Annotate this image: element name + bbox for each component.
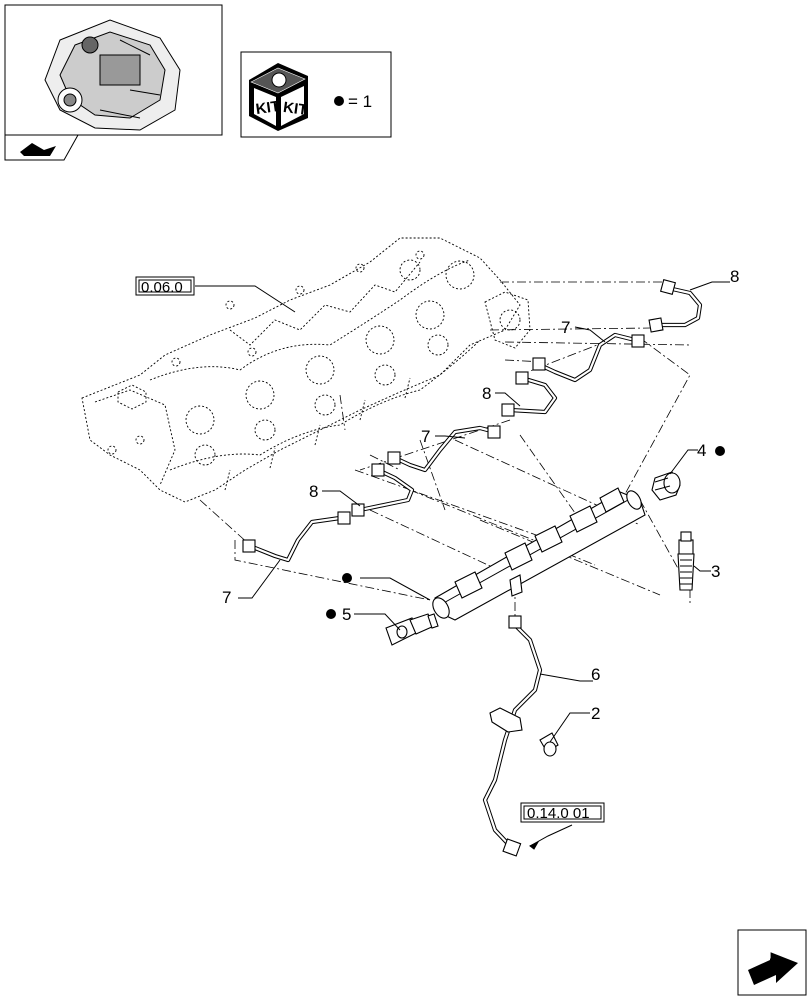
- callout-3: 3: [711, 562, 720, 581]
- callout-8-mid: 8: [482, 384, 491, 403]
- return-pipe: [482, 615, 543, 857]
- section-ref-cylinder-head-label: 0.06.0: [141, 279, 183, 296]
- cylinder-head-outline: [81, 237, 531, 503]
- union-part: [677, 531, 695, 591]
- callout-7-left: 7: [222, 588, 231, 607]
- kit-legend-equation: = 1: [348, 92, 372, 111]
- injector-pipes: [242, 278, 703, 563]
- callout-5-kit-dot: [326, 609, 336, 619]
- next-page-button[interactable]: [737, 929, 807, 996]
- kit-label-right: KIT: [282, 99, 308, 119]
- kit-legend-box: KIT KIT = 1: [240, 51, 392, 138]
- callout-2: 2: [591, 704, 600, 723]
- bolt-part: [539, 732, 559, 757]
- exit-arrow-icon: [748, 952, 798, 985]
- callout-4: 4: [697, 441, 706, 460]
- section-ref-fuel-feed-label: 0.14.0 01: [527, 805, 590, 822]
- callout-labels: 8 7 8 7 8 7 4 3 5 6 2: [222, 267, 739, 723]
- callout-5: 5: [342, 605, 351, 624]
- section-ref-fuel-feed[interactable]: 0.14.0 01: [520, 802, 605, 823]
- nav-back-tab[interactable]: [4, 134, 79, 161]
- callout-8-lower: 8: [309, 482, 318, 501]
- callout-8-top: 8: [730, 267, 739, 286]
- callout-4-kit-dot: [715, 446, 725, 456]
- pressure-sensor-part: [385, 613, 439, 646]
- plug-part: [651, 471, 681, 501]
- common-rail: [432, 487, 646, 621]
- section-ref-cylinder-head[interactable]: 0.06.0: [135, 276, 195, 296]
- kit-box-icon: KIT KIT: [249, 63, 308, 131]
- nav-arrow-icon: [20, 143, 56, 156]
- engine-thumbnail-panel[interactable]: [4, 4, 223, 136]
- rail-kit-dot: [342, 573, 352, 583]
- leader-lines: [195, 281, 730, 850]
- callout-7-upper: 7: [561, 318, 570, 337]
- callout-6: 6: [591, 665, 600, 684]
- callout-7-center: 7: [421, 427, 430, 446]
- kit-label-left: KIT: [255, 98, 281, 118]
- engine-thumbnail: [44, 19, 181, 131]
- kit-dot-icon: [334, 96, 344, 106]
